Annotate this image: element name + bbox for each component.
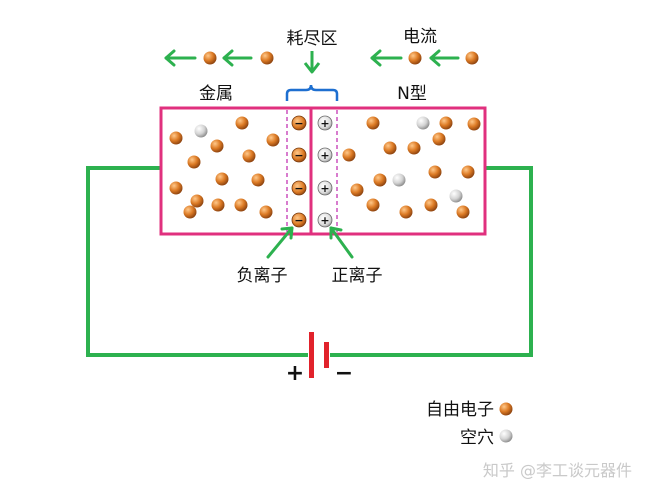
legend-electron-icon [499,402,513,416]
svg-text:−: − [294,149,303,162]
free-electron-icon [373,173,387,187]
positive-ion-icon: + [317,212,333,228]
n-type-region [309,106,487,236]
flow-electron-icon [465,51,479,65]
particle-layer: − + − + − + − + [169,51,481,228]
free-electron-icon [456,205,470,219]
free-electron-icon [424,198,438,212]
ion-pointer-arrows [266,226,354,259]
negative-ion-label: 负离子 [237,266,288,286]
watermark: 知乎 @李工谈元器件 [483,461,632,480]
svg-text:−: − [294,182,303,195]
negative-ion-icon: − [291,147,307,163]
depletion-region-label: 耗尽区 [287,29,338,49]
hole-icon [194,124,208,138]
wire-right [330,166,533,357]
free-electron-icon [211,198,225,212]
metal-region [159,106,313,236]
svg-text:+: + [320,182,329,195]
flow-electron-icon [260,51,274,65]
free-electron-icon [187,155,201,169]
free-electron-icon [251,173,265,187]
free-electron-icon [432,132,446,146]
depletion-pointer-arrow [303,51,321,74]
battery-positive-sign: + [286,361,304,386]
free-electron-icon [169,181,183,195]
battery-plate-long [309,332,314,378]
hole-icon [416,116,430,130]
positive-ion-icon: + [317,115,333,131]
legend-free-electron-label: 自由电子 [426,400,494,420]
free-electron-icon [242,149,256,163]
free-electron-icon [234,198,248,212]
battery-plate-short [324,342,329,368]
free-electron-icon [259,205,273,219]
negative-ion-pointer [266,226,294,259]
free-electron-icon [169,131,183,145]
positive-ion-icon: + [317,180,333,196]
positive-ion-pointer [329,226,354,259]
free-electron-icon [342,148,356,162]
free-electron-icon [183,205,197,219]
battery: + − [286,332,353,386]
free-electron-icon [366,198,380,212]
free-electron-icon [366,116,380,130]
hole-icon [392,173,406,187]
free-electron-icon [190,194,204,208]
free-electron-icon [235,116,249,130]
free-electron-icon [383,141,397,155]
current-flow-arrows [164,49,460,67]
svg-text:+: + [320,214,329,227]
negative-ion-icon: − [291,180,307,196]
current-label: 电流 [403,27,437,47]
battery-negative-sign: − [335,361,353,386]
negative-ion-icon: − [291,212,307,228]
free-electron-icon [210,139,224,153]
flow-arrow [164,49,197,67]
metal-label: 金属 [199,84,233,104]
svg-text:+: + [320,149,329,162]
legend: 自由电子 空穴 [426,400,513,448]
svg-text:+: + [320,117,329,130]
free-electron-icon [439,116,453,130]
n-type-label: N型 [397,84,427,104]
flow-electron-icon [203,51,217,65]
depletion-bracket [285,84,339,101]
legend-hole-label: 空穴 [460,428,494,448]
free-electron-icon [350,183,364,197]
svg-text:−: − [294,214,303,227]
free-electron-icon [428,165,442,179]
free-electron-icon [461,165,475,179]
flow-arrow [429,49,460,67]
positive-ion-icon: + [317,147,333,163]
free-electron-icon [266,133,280,147]
free-electron-icon [215,172,229,186]
free-electron-icon [407,141,421,155]
flow-electron-icon [408,51,422,65]
free-electron-icon [399,205,413,219]
svg-text:−: − [294,117,303,130]
wire-left [86,166,308,357]
free-electron-icon [467,117,481,131]
negative-ion-icon: − [291,115,307,131]
legend-hole-icon [499,429,513,443]
positive-ion-label: 正离子 [332,266,383,286]
flow-arrow [370,49,403,67]
flow-arrow [222,49,253,67]
hole-icon [449,189,463,203]
